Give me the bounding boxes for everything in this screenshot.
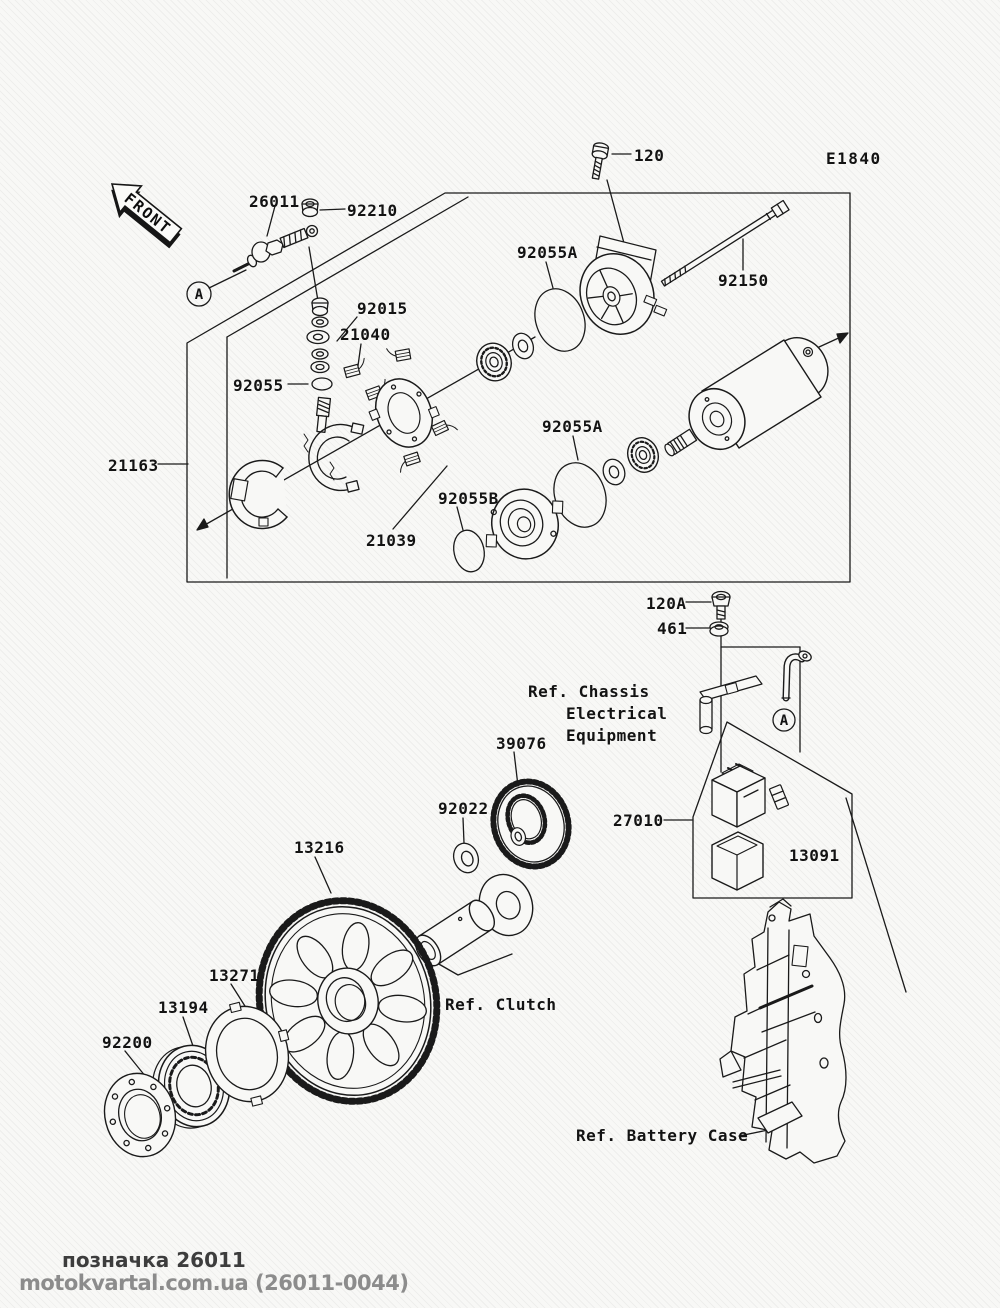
part-label-26011: 26011	[249, 192, 300, 211]
part-label-120a: 120A	[646, 594, 687, 613]
part-label-92022: 92022	[438, 799, 489, 818]
watermark-caption: позначка 26011	[62, 1248, 246, 1272]
nut-92210-drawing	[301, 198, 319, 218]
brush-plate-21039-drawing	[368, 378, 440, 448]
part-label-92055a-upper: 92055A	[517, 243, 578, 262]
ref-battery-case-label: Ref. Battery Case	[576, 1126, 748, 1145]
cable-terminal-26011-drawing	[232, 224, 319, 273]
part-label-92150: 92150	[718, 271, 769, 290]
part-label-21039: 21039	[366, 531, 417, 550]
part-label-21040: 21040	[340, 325, 391, 344]
part-label-92055a-lower: 92055A	[542, 417, 603, 436]
part-label-13194: 13194	[158, 998, 209, 1017]
clutch-sleeve-drawing	[414, 899, 496, 967]
ref-chassis-line1: Ref. Chassis	[528, 682, 650, 701]
part-label-92200: 92200	[102, 1033, 153, 1052]
part-label-461: 461	[657, 619, 687, 638]
ref-chassis-line3: Equipment	[566, 726, 657, 745]
idler-gear-39076-drawing	[490, 778, 572, 870]
part-label-120: 120	[634, 146, 664, 165]
relay-bracket-drawing	[699, 675, 763, 735]
retainer-13271-drawing	[204, 1001, 290, 1107]
terminal-elbow-drawing	[781, 650, 812, 702]
oring-92055a-upper-drawing	[534, 288, 586, 352]
callout-a-top-label: A	[195, 287, 204, 303]
relay-cover-13091-drawing	[711, 831, 764, 891]
part-label-39076: 39076	[496, 734, 547, 753]
watermark-site: motokvartal.com.ua (26011-0044)	[19, 1271, 408, 1295]
fuse-link-drawing	[769, 784, 789, 810]
part-label-27010: 27010	[613, 811, 664, 830]
part-label-13091: 13091	[789, 846, 840, 865]
bearing-washer-upper-drawing	[476, 332, 535, 382]
bearing-washer-lower-drawing	[602, 437, 660, 486]
part-label-13271: 13271	[209, 966, 260, 985]
diagram-code: E1840	[826, 149, 882, 168]
front-direction-arrow: FRONT	[110, 183, 183, 249]
front-cover-drawing	[485, 488, 564, 560]
washer-461-drawing	[709, 621, 729, 637]
through-bolt-92150-drawing	[660, 199, 790, 287]
oring-92055b-drawing	[453, 529, 485, 573]
screw-120-drawing	[591, 142, 610, 180]
terminal-stud-drawing	[315, 396, 332, 433]
part-label-92015: 92015	[357, 299, 408, 318]
battery-case-drawing	[719, 898, 847, 1164]
starter-relay-27010-drawing	[711, 763, 766, 828]
part-label-92055: 92055	[233, 376, 284, 395]
callout-a-top: A	[186, 281, 212, 307]
part-label-13216: 13216	[294, 838, 345, 857]
leader-lines	[124, 153, 849, 1137]
callout-a-relay-label: A	[780, 713, 789, 729]
assembly-boxes	[186, 192, 907, 993]
starter-gear-13216-drawing	[255, 897, 441, 1105]
yoke-21163-drawing	[228, 459, 288, 530]
plate-92200-drawing	[103, 1072, 177, 1158]
brush-holder-fork-drawing	[308, 422, 365, 493]
callout-a-relay: A	[772, 708, 796, 732]
part-label-92055b: 92055B	[438, 489, 499, 508]
part-label-92210: 92210	[347, 201, 398, 220]
part-label-21163: 21163	[108, 456, 159, 475]
starter-motor-body-drawing	[664, 337, 829, 457]
ref-clutch-label: Ref. Clutch	[445, 995, 556, 1014]
washer-92022-drawing	[452, 842, 480, 874]
ref-chassis-line2: Electrical	[566, 704, 667, 723]
bolt-120a-drawing	[711, 590, 731, 620]
brushes-21040-drawing	[303, 348, 458, 481]
end-cover-drawing	[579, 235, 668, 335]
washer-set-92015-drawing	[306, 297, 330, 374]
oring-92055-drawing	[311, 377, 333, 391]
